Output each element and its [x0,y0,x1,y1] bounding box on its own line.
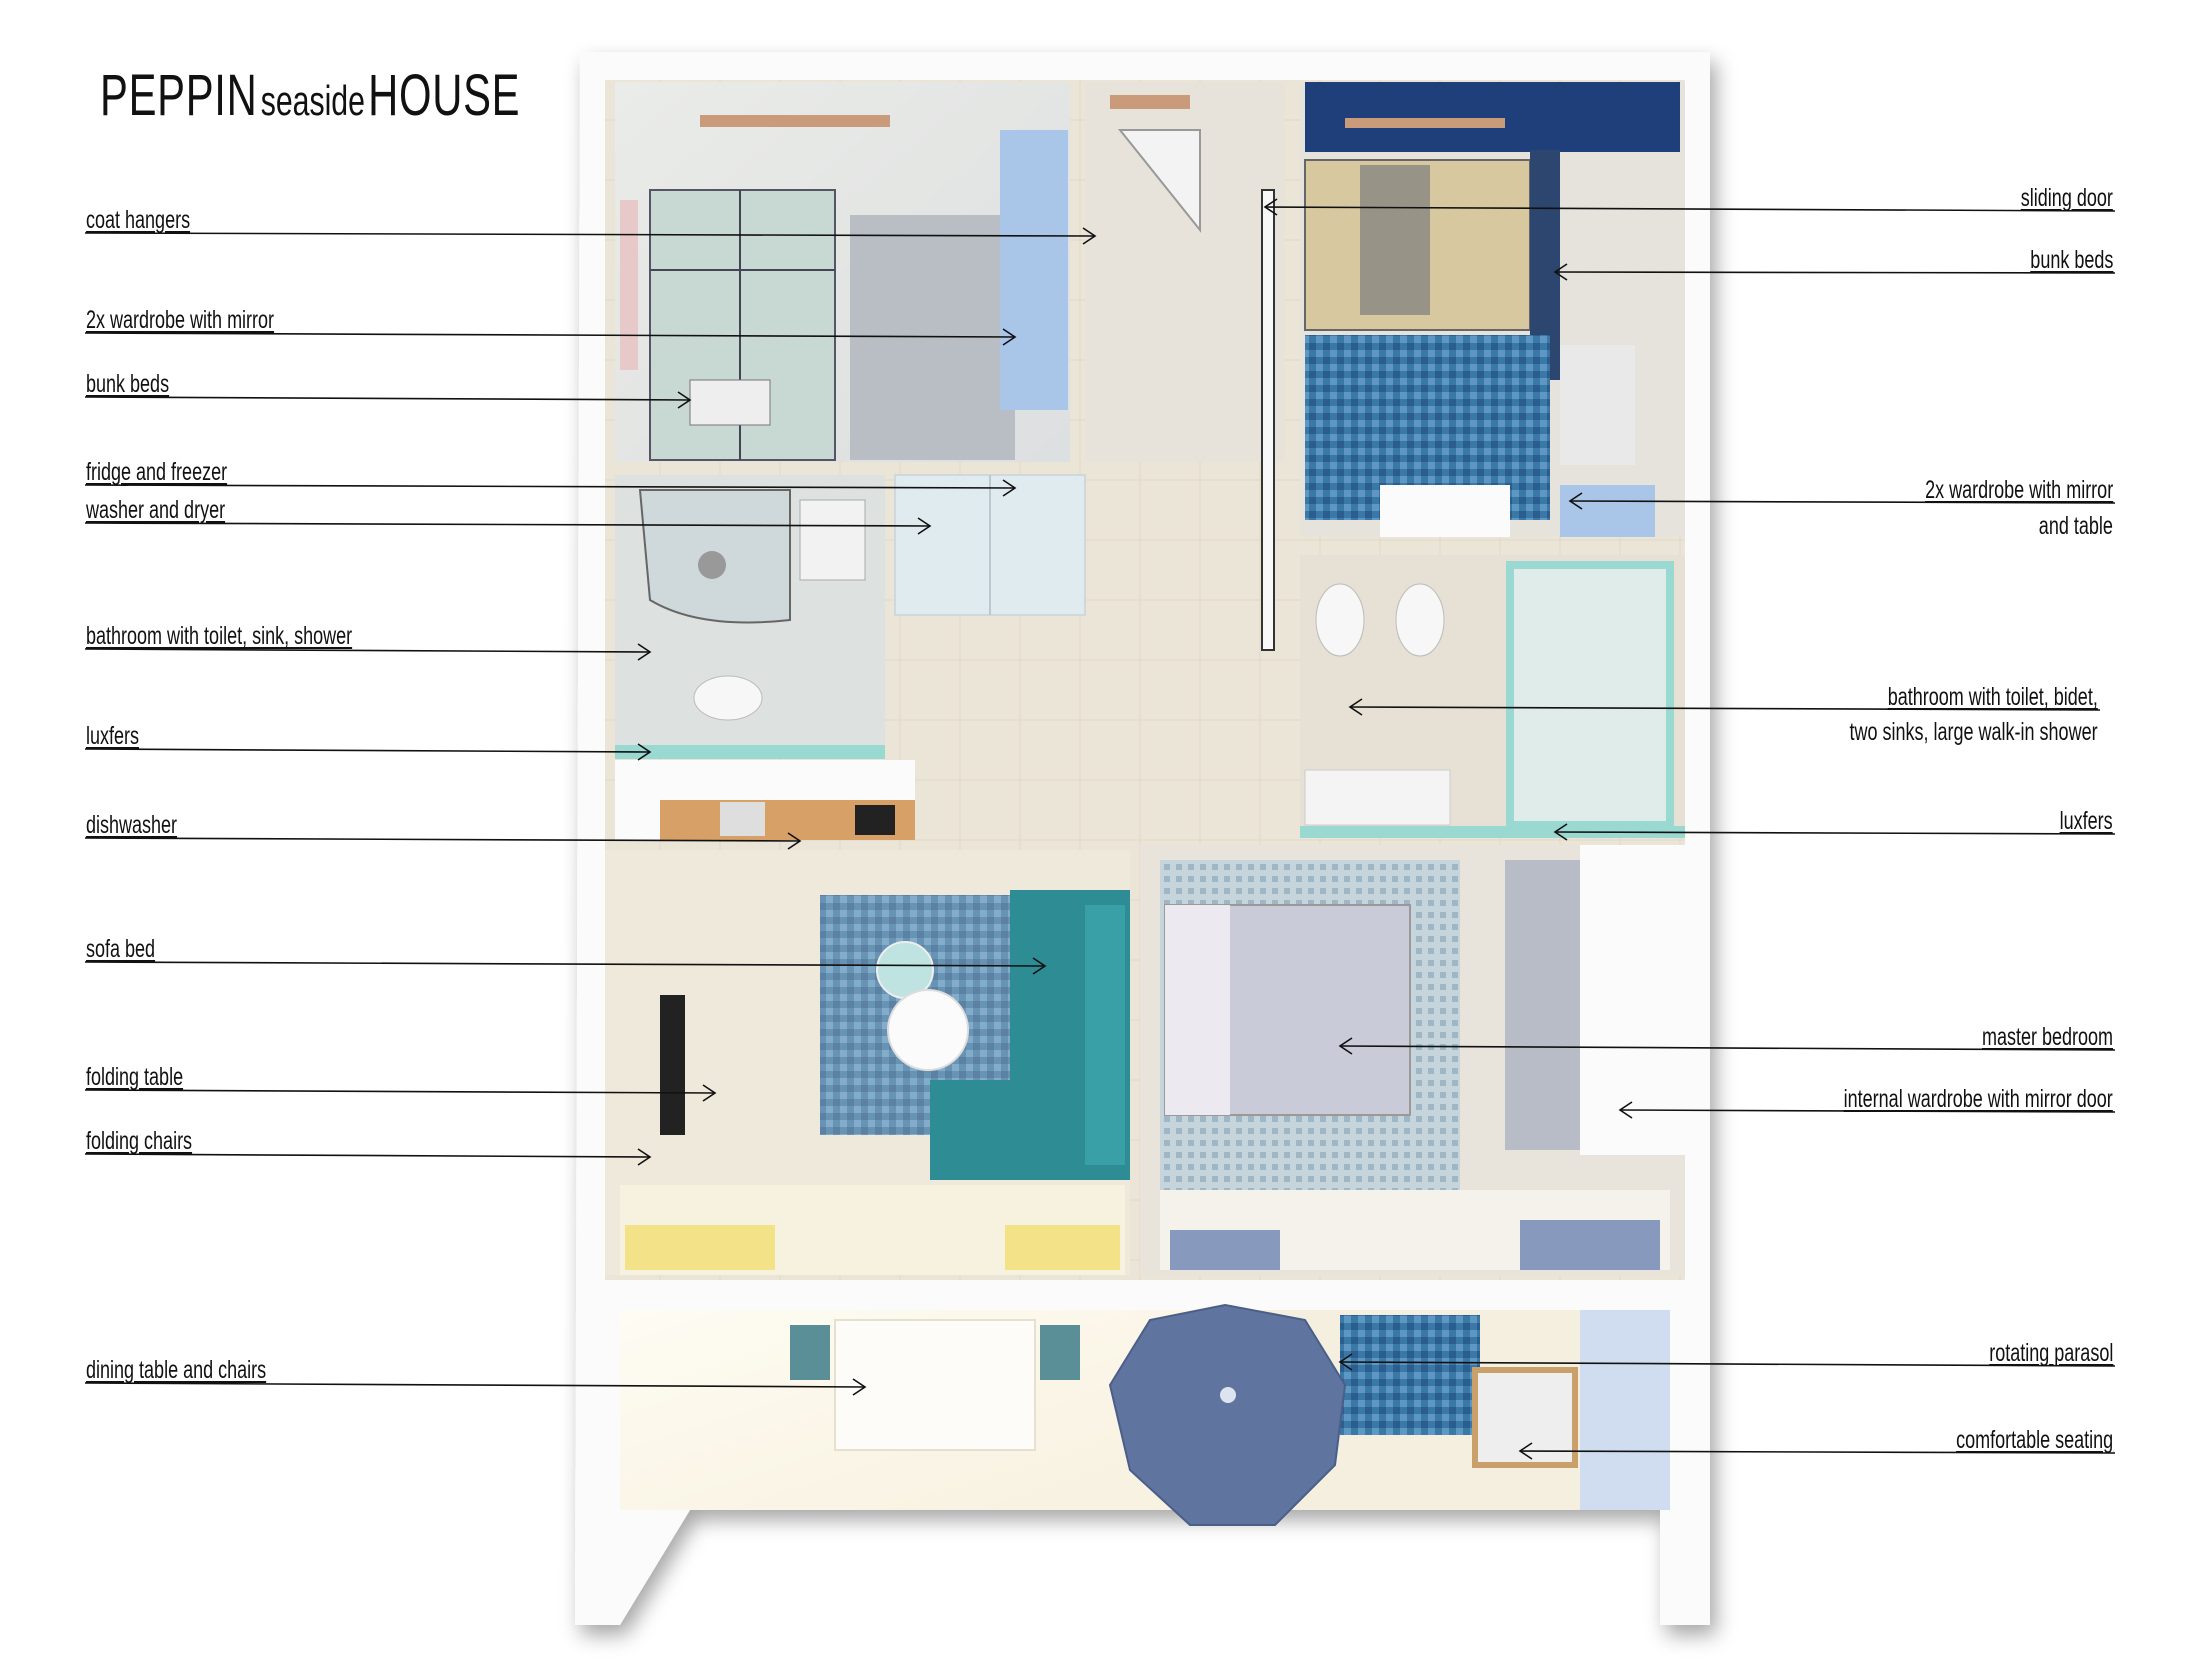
toilet [693,675,763,721]
wall-sign [620,200,638,370]
bidet [1395,583,1445,657]
terrace [620,1303,1670,1526]
master-bedroom [1140,845,1685,1275]
label-dining: dining table and chairs [86,1356,267,1384]
label-comfortable-seating: comfortable seating [1955,1426,2113,1454]
label-bathroom-left: bathroom with toilet, sink, shower [86,622,353,650]
label-sliding-door: sliding door [2020,184,2113,212]
label-bathroom-right: bathroom with toilet, bidet, [1887,683,2098,711]
walk-in-shower [1506,561,1674,829]
luxfers-left [615,745,885,759]
label-rotating-parasol: rotating parasol [1988,1339,2113,1367]
sofa-bed-shape [930,890,1130,1180]
bathroom-left [615,475,885,759]
label-master-bedroom: master bedroom [1981,1023,2113,1051]
wardrobe-right-room [1560,485,1655,537]
cooktop [855,805,895,835]
dining-chair [1040,1325,1080,1380]
label-washer-dryer: washer and dryer [86,496,226,524]
label-luxfers-right: luxfers [2059,807,2113,835]
parasol-canopy [1108,1303,1347,1526]
tv-folding-table [660,995,685,1135]
sliding-door-track [1261,189,1275,651]
label-luxfers-left: luxfers [86,722,140,750]
leader-arrows-left [637,227,1097,1396]
leader-lines-left [84,232,1096,1388]
wallpaper [1305,82,1680,152]
label-wardrobe-right-2: and table [2038,512,2113,540]
sink [799,499,866,581]
label-bunk-beds-left: bunk beds [86,370,170,398]
leader-lines-right [1264,206,2116,1454]
dishwasher-unit [720,802,765,836]
terrace-rug [1340,1315,1480,1435]
title-seaside: seaside [260,77,365,124]
double-sink [1304,769,1451,826]
label-bathroom-right-2: two sinks, large walk-in shower [1849,718,2098,746]
dining-table [834,1319,1036,1451]
kitchen [615,474,1086,840]
dining-chair [790,1325,830,1380]
coffee-table [887,989,969,1071]
label-bunk-beds-right: bunk beds [2029,246,2113,274]
lounge-chair [1472,1367,1578,1468]
label-folding-chairs: folding chairs [86,1127,193,1155]
label-coat-hangers: coat hangers [86,206,191,234]
internal-wardrobe [1505,860,1580,1150]
wardrobe-left-room [1000,130,1068,410]
kids-bedroom-right [1300,82,1685,537]
parasol-pole [1220,1387,1236,1403]
label-wardrobe-left: 2x wardrobe with mirror [86,306,275,334]
living-room [605,850,1130,1275]
bathroom-right [1300,555,1685,838]
label-fridge-freezer: fridge and freezer [86,458,228,486]
entrance-hall [1085,82,1285,651]
page-title: PEPPIN seaside HOUSE [100,62,520,129]
label-internal-wardrobe: internal wardrobe with mirror door [1843,1085,2113,1113]
luxfers-right [1300,826,1685,838]
label-sofa-bed: sofa bed [86,935,156,963]
title-house: HOUSE [368,63,521,128]
leader-arrows-right [1263,198,1633,1460]
kids-bedroom-left [615,82,1070,462]
label-folding-table: folding table [86,1063,184,1091]
label-wardrobe-right: 2x wardrobe with mirror [1924,476,2113,504]
label-dishwasher: dishwasher [86,811,178,839]
title-peppin: PEPPIN [100,63,258,128]
toilet-right [1315,583,1365,657]
